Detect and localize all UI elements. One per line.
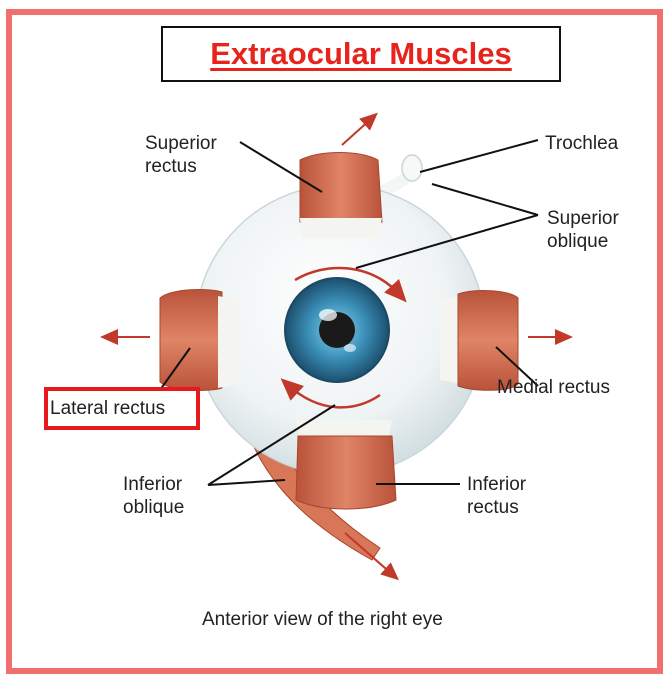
label-line: Superior: [547, 207, 619, 230]
figure-caption: Anterior view of the right eye: [202, 608, 443, 631]
label-trochlea: Trochlea: [545, 132, 618, 155]
leader-superior-oblique-a: [432, 184, 538, 215]
leader-trochlea: [420, 140, 538, 172]
label-inferior-rectus: Inferior rectus: [467, 473, 526, 519]
page-title: Extraocular Muscles: [210, 36, 512, 72]
label-superior-rectus: Superior rectus: [145, 132, 217, 178]
label-line: rectus: [145, 155, 217, 178]
label-inferior-oblique: Inferior oblique: [123, 473, 184, 519]
title-box: Extraocular Muscles: [161, 26, 561, 82]
label-lateral-rectus: Lateral rectus: [50, 397, 165, 420]
label-medial-rectus: Medial rectus: [497, 376, 610, 399]
inferior-direction-arrow: [345, 533, 393, 575]
iris-highlight-small: [344, 344, 356, 352]
iris-highlight: [319, 309, 337, 321]
label-line: Inferior: [467, 473, 526, 496]
superior-rectus-tendon: [300, 218, 382, 238]
lateral-rectus-tendon: [218, 296, 240, 388]
label-line: Inferior: [123, 473, 184, 496]
superior-direction-arrow: [342, 118, 372, 145]
superior-rectus-muscle: [300, 153, 382, 230]
label-line: rectus: [467, 496, 526, 519]
label-superior-oblique: Superior oblique: [547, 207, 619, 253]
label-line: Superior: [145, 132, 217, 155]
inferior-rectus-muscle: [296, 436, 396, 509]
leader-inferior-oblique-b: [208, 480, 285, 485]
trochlea-shape: [402, 155, 422, 181]
label-line: oblique: [123, 496, 184, 519]
label-line: oblique: [547, 230, 619, 253]
